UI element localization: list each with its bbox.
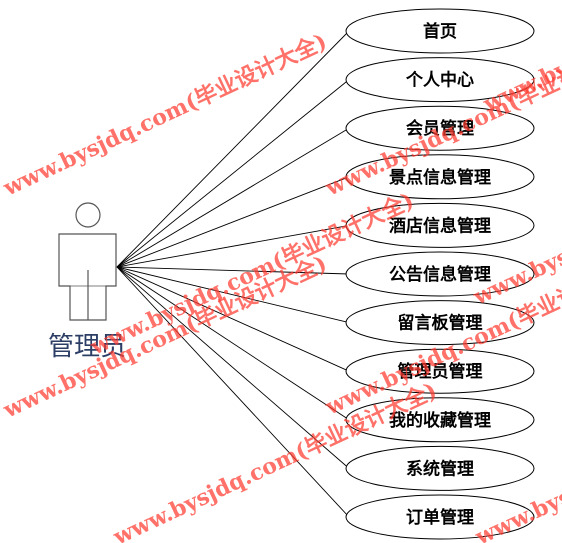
association-lines [116, 30, 350, 518]
association-line [116, 266, 350, 421]
association-line [116, 30, 350, 268]
association-line [116, 266, 350, 275]
use-case-label: 管理员管理 [398, 361, 483, 382]
use-case-ellipse [345, 397, 535, 443]
use-case-label: 首页 [423, 21, 457, 42]
association-line [116, 79, 350, 268]
watermark-text: www.bysjdq.com(毕业设计大全) [0, 29, 331, 202]
use-case-label: 留言板管理 [398, 313, 483, 334]
use-case-ellipse [345, 8, 535, 54]
association-line [116, 266, 350, 324]
association-line [116, 266, 350, 469]
use-case-ellipse [345, 154, 535, 200]
use-case-label: 景点信息管理 [389, 167, 491, 188]
association-line [116, 127, 350, 268]
use-case-label: 酒店信息管理 [389, 215, 491, 236]
association-line [116, 266, 350, 518]
association-line [116, 176, 350, 268]
association-line [116, 266, 350, 372]
use-case-ellipse [345, 348, 535, 394]
actor-label: 管理员 [48, 332, 126, 362]
use-case-ellipse [345, 251, 535, 297]
use-case-label: 订单管理 [406, 507, 474, 528]
use-case-label: 我的收藏管理 [389, 410, 491, 431]
use-case-ellipses: 首页个人中心会员管理景点信息管理酒店信息管理公告信息管理留言板管理管理员管理我的… [345, 8, 535, 540]
use-case-label: 公告信息管理 [389, 264, 491, 285]
actor-head [75, 202, 101, 228]
use-case-label: 系统管理 [406, 458, 474, 479]
use-case-ellipse [345, 57, 535, 103]
association-line [116, 224, 350, 268]
use-case-label: 个人中心 [405, 70, 474, 91]
use-case-label: 会员管理 [406, 118, 474, 139]
actor-figure [58, 202, 117, 321]
use-case-ellipse [345, 494, 535, 540]
use-case-ellipse [345, 445, 535, 491]
use-case-ellipse [345, 202, 535, 248]
use-case-ellipse [345, 105, 535, 151]
use-case-ellipse [345, 300, 535, 346]
